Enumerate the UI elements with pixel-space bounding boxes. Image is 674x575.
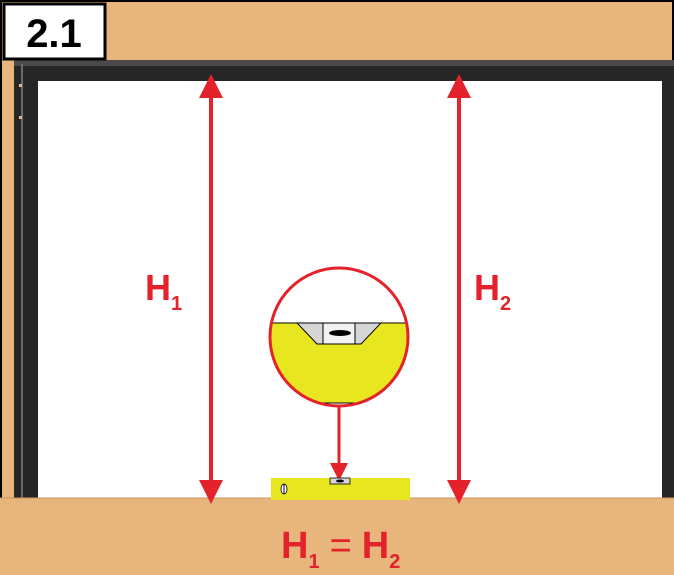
frame-left-tick-1 <box>19 84 22 87</box>
frame-left-tick-2 <box>19 116 22 119</box>
spirit-level-icon <box>271 477 410 500</box>
floor <box>0 498 674 575</box>
label-h2: H2 <box>474 267 511 315</box>
magnifier-circle-icon <box>268 266 410 408</box>
step-number: 2.1 <box>26 12 82 56</box>
equation-right-sub: 2 <box>389 551 400 573</box>
label-h1: H1 <box>145 267 182 315</box>
equation-left-main: H <box>281 525 308 567</box>
label-h1-main: H <box>145 267 171 308</box>
frame-top-highlight <box>14 60 674 66</box>
label-h2-main: H <box>474 267 500 308</box>
equation-right-main: H <box>362 525 389 567</box>
label-h2-sub: 2 <box>500 293 511 315</box>
equation-operator: = <box>330 525 352 567</box>
label-h1-sub: 1 <box>171 293 182 315</box>
equation-left-sub: 1 <box>308 551 319 573</box>
step-number-box <box>2 2 107 61</box>
equation: H1=H2 <box>281 525 400 573</box>
magnified-bubble <box>329 330 351 336</box>
